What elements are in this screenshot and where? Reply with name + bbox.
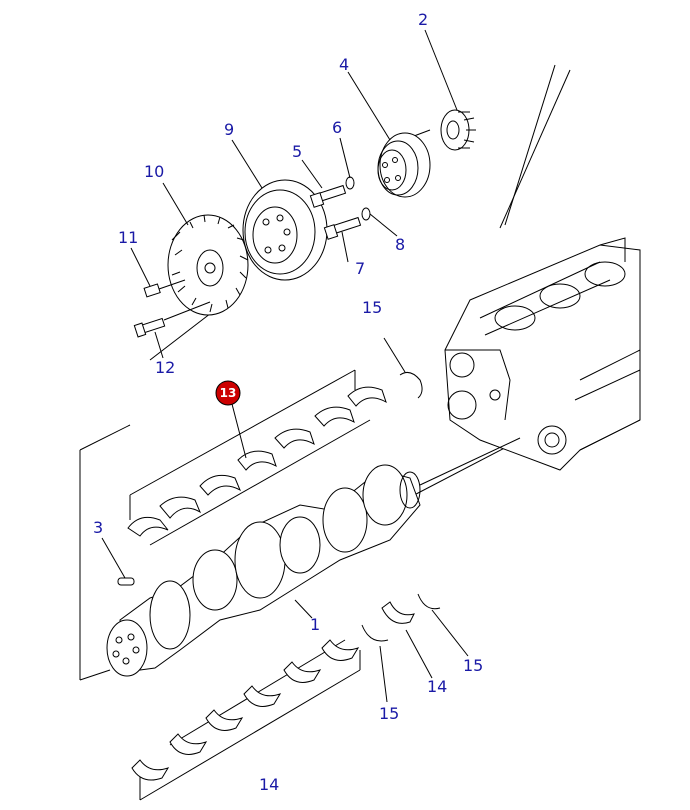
bearing-shell <box>205 709 244 731</box>
label-part-14-right: 14 <box>427 677 447 696</box>
pulse-ring <box>167 214 249 316</box>
timing-gear <box>440 109 476 151</box>
bearing-shell <box>199 474 242 496</box>
bearing-shell <box>274 428 315 449</box>
leader-lines <box>101 29 469 703</box>
bearing-shell <box>283 661 322 683</box>
upper-bearing-shells <box>127 386 387 537</box>
label-part-5: 5 <box>292 142 302 161</box>
label-part-4: 4 <box>339 55 349 74</box>
part-labels: 2 4 9 6 5 10 11 8 7 15 12 3 1 15 14 15 1… <box>93 10 483 794</box>
frame-lines <box>79 64 571 801</box>
damper-pulley <box>242 179 328 281</box>
label-part-15-bottom: 15 <box>379 704 399 723</box>
label-part-1: 1 <box>310 615 320 634</box>
thrust-washers <box>361 371 441 642</box>
label-part-6: 6 <box>332 118 342 137</box>
bearing-shell <box>237 450 277 471</box>
bearing-shell <box>169 733 208 755</box>
bolt-12 <box>133 301 211 338</box>
bolt-7 <box>323 216 362 240</box>
label-part-3: 3 <box>93 518 103 537</box>
label-part-15-right: 15 <box>463 656 483 675</box>
label-part-14-bottom: 14 <box>259 775 279 794</box>
crankshaft <box>106 437 521 677</box>
bearing-shell <box>159 496 202 519</box>
highlight-part-13[interactable]: 13 <box>215 380 241 406</box>
label-part-12: 12 <box>155 358 175 377</box>
label-part-15-top: 15 <box>362 298 382 317</box>
cylinder-block <box>444 237 641 471</box>
label-part-7: 7 <box>355 259 365 278</box>
label-part-8: 8 <box>395 235 405 254</box>
dowel-pin <box>117 577 135 586</box>
label-part-10: 10 <box>144 162 164 181</box>
lower-bearing-shells <box>131 639 360 781</box>
bearing-shell <box>347 386 387 407</box>
washer-8 <box>361 207 371 221</box>
bearing-shell <box>243 685 282 707</box>
label-part-11: 11 <box>118 228 138 247</box>
bearing-shell <box>314 406 355 427</box>
highlight-badge <box>215 380 241 406</box>
bearing-shell <box>127 516 169 537</box>
washer-6 <box>345 176 355 190</box>
bearing-shell <box>131 759 170 781</box>
bolt-5 <box>309 184 347 208</box>
bearing-shell <box>321 639 360 661</box>
label-part-13: 13 <box>220 386 237 400</box>
bolt-11 <box>143 279 186 298</box>
label-part-9: 9 <box>224 120 234 139</box>
crank-pulley <box>377 132 431 198</box>
label-part-2: 2 <box>418 10 428 29</box>
